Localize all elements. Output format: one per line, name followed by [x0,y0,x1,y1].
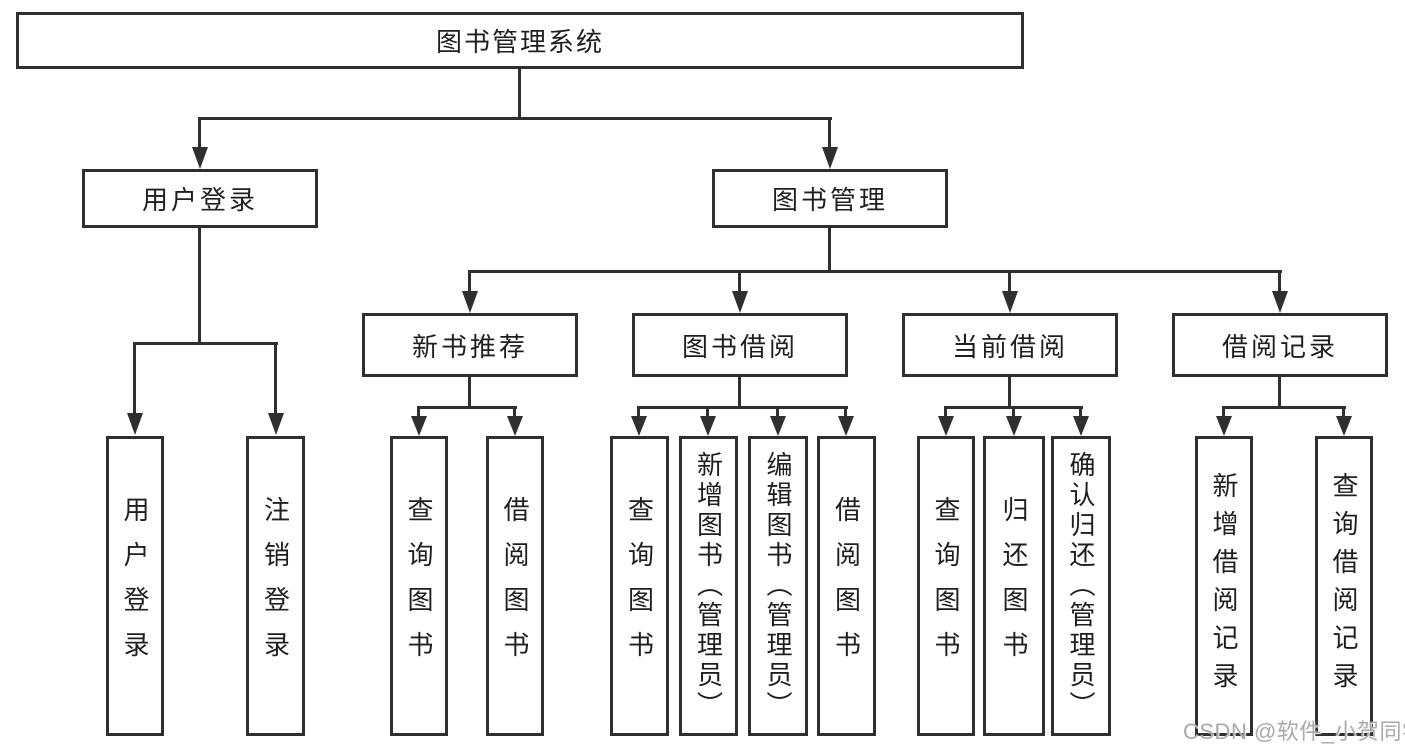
arrowhead-return-book [1006,416,1022,436]
leaf-borrow-book-2-label: 借阅图书 [831,496,862,676]
leaf-return-book: 归还图书 [983,436,1045,736]
arrowhead-book-mgmt [822,147,838,169]
node-new-book-rec: 新书推荐 [362,313,578,377]
connector-drop-add-record [1222,407,1225,419]
leaf-add-book-label: 新增图书（管理员） [693,451,724,721]
leaf-borrow-book-2: 借阅图书 [817,436,876,736]
leaf-user-login: 用户登录 [106,436,164,736]
node-user-login: 用户登录 [82,169,318,228]
arrowhead-query-book-3 [938,416,954,436]
arrowhead-borrow-book-1 [507,416,523,436]
connector-drop-borrow-book-2 [844,407,847,419]
connector-drop-confirm-return [1079,407,1082,419]
arrowhead-current-borrow [1002,291,1018,313]
connector-drop-book-borrow [738,271,741,293]
leaf-add-book: 新增图书（管理员） [679,436,738,736]
connector-book-mgmt-stem [828,228,831,272]
node-root: 图书管理系统 [16,12,1024,69]
connector-drop-borrow-book-1 [513,407,516,419]
connector-user-login-stem [198,228,201,344]
connector-drop-new-book-rec [468,271,471,293]
arrowhead-query-record [1336,416,1352,436]
leaf-query-book-1: 查询图书 [390,436,448,736]
arrowhead-query-book-2 [631,416,647,436]
connector-borrow-record-bar [1222,406,1346,409]
arrowhead-book-borrow [732,291,748,313]
leaf-logout: 注销登录 [246,436,305,736]
arrowhead-add-record [1216,416,1232,436]
connector-new-book-rec-stem [468,377,471,408]
connector-current-borrow-stem [1008,377,1011,408]
connector-root-bar [198,117,832,120]
arrowhead-leaf-logout [268,413,284,435]
connector-drop-borrow-record [1278,271,1281,293]
leaf-query-record: 查询借阅记录 [1315,436,1373,736]
arrowhead-confirm-return [1073,416,1089,436]
arrowhead-leaf-user-login [127,413,143,435]
connector-root-stem [518,69,521,119]
arrowhead-borrow-record [1272,291,1288,313]
node-book-mgmt-label: 图书管理 [771,185,888,215]
arrowhead-edit-book [770,416,786,436]
node-new-book-rec-label: 新书推荐 [411,331,528,362]
node-root-label: 图书管理系统 [435,27,604,57]
leaf-query-book-2: 查询图书 [610,436,669,736]
node-book-mgmt: 图书管理 [712,169,948,228]
connector-drop-current-borrow [1008,271,1011,293]
leaf-borrow-book-1: 借阅图书 [486,436,544,736]
connector-drop-query-record [1342,407,1345,419]
leaf-query-book-1-label: 查询图书 [404,496,434,676]
connector-drop-query-book-2 [637,407,640,419]
watermark: CSDN @软件_小贺同学 [1183,719,1405,744]
connector-drop-edit-book [776,407,779,419]
node-borrow-record-label: 借阅记录 [1221,331,1338,362]
connector-borrow-record-stem [1278,377,1281,408]
arrowhead-borrow-book-2 [838,416,854,436]
connector-user-login-bar [133,342,278,345]
node-book-borrow-label: 图书借阅 [681,331,798,362]
node-book-borrow: 图书借阅 [632,313,848,377]
connector-drop-leaf-user-login [133,343,136,415]
leaf-edit-book: 编辑图书（管理员） [748,436,808,736]
arrowhead-new-book-rec [462,291,478,313]
connector-drop-query-book-1 [417,407,420,419]
arrowhead-user-login [192,147,208,169]
leaf-query-book-3-label: 查询图书 [931,496,961,676]
leaf-user-login-label: 用户登录 [120,496,150,676]
connector-drop-book-mgmt [828,118,831,149]
connector-book-borrow-bar [637,406,848,409]
leaf-query-book-3: 查询图书 [917,436,975,736]
leaf-borrow-book-1-label: 借阅图书 [500,496,530,676]
connector-drop-query-book-3 [944,407,947,419]
leaf-edit-book-label: 编辑图书（管理员） [763,451,793,721]
connector-level3-bar [468,270,1282,273]
node-current-borrow: 当前借阅 [902,313,1118,377]
leaf-return-book-label: 归还图书 [999,496,1029,676]
connector-drop-add-book [706,407,709,419]
node-borrow-record: 借阅记录 [1172,313,1388,377]
connector-drop-return-book [1012,407,1015,419]
leaf-logout-label: 注销登录 [260,496,291,676]
leaf-confirm-return: 确认归还（管理员） [1051,436,1111,736]
connector-book-borrow-stem [738,377,741,408]
leaf-query-record-label: 查询借阅记录 [1329,472,1359,700]
connector-new-book-rec-bar [417,406,517,409]
arrowhead-query-book-1 [411,416,427,436]
leaf-query-book-2-label: 查询图书 [624,496,655,676]
leaf-confirm-return-label: 确认归还（管理员） [1066,451,1096,721]
node-user-login-label: 用户登录 [141,185,258,215]
connector-drop-leaf-logout [274,343,277,415]
leaf-add-record-label: 新增借阅记录 [1209,472,1239,700]
connector-drop-user-login [198,118,201,149]
leaf-add-record: 新增借阅记录 [1195,436,1253,736]
arrowhead-add-book [700,416,716,436]
node-current-borrow-label: 当前借阅 [951,331,1068,362]
